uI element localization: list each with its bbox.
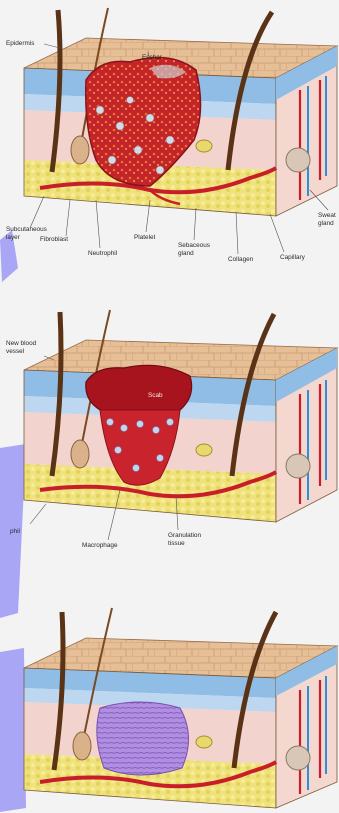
label-collagen: Collagen	[228, 256, 253, 264]
label-new-blood-vessel: New blood vessel	[6, 340, 36, 355]
panel-2-proliferation	[24, 310, 337, 540]
label-scab: Scab	[148, 392, 163, 400]
label-platelet: Platelet	[134, 234, 155, 242]
label-neutrophil: Neutrophil	[88, 250, 117, 258]
label-fibroblast: Fibroblast	[40, 236, 68, 244]
label-epidermis: Epidermis	[6, 40, 34, 48]
panel-3-remodeling	[24, 608, 337, 808]
label-eschar: Eschar	[142, 54, 162, 62]
panel-1-inflammation	[24, 8, 337, 254]
label-macrophage: Macrophage	[82, 542, 118, 550]
label-granulation-tissue: Granulation tissue	[168, 532, 201, 547]
label-sebaceous-gland: Sebaceous gland	[178, 242, 210, 257]
label-capillary: Capillary	[280, 254, 305, 262]
label-sweat-gland: Sweat gland	[318, 212, 336, 227]
label-fibroblast-2: phil	[10, 528, 20, 536]
left-accent-band	[0, 648, 26, 812]
